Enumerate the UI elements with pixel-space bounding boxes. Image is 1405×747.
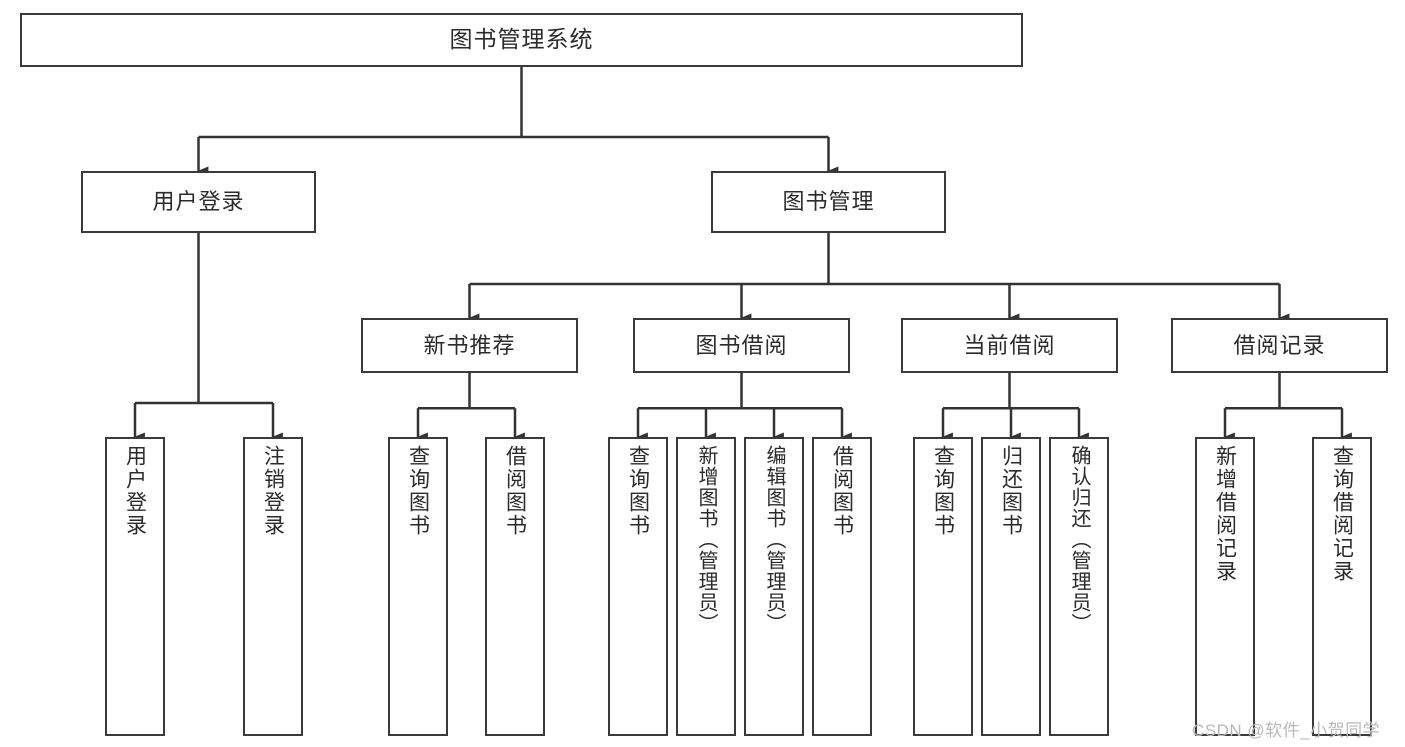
node-leaf-user-logout: 注销登录 (243, 437, 303, 736)
node-leaf-bw-query: 查询图书 (608, 437, 668, 736)
node-label: 查询图书 (406, 445, 430, 537)
node-label: 查询借阅记录 (1330, 445, 1354, 583)
node-label: 编辑图书（管理员） (763, 445, 785, 634)
node-label: 借阅图书 (503, 445, 527, 537)
node-leaf-user-login: 用户登录 (105, 437, 165, 736)
node-label: 用户登录 (152, 189, 245, 215)
node-leaf-rec-add: 新增借阅记录 (1195, 437, 1255, 736)
node-newbook: 新书推荐 (361, 318, 578, 373)
node-record: 借阅记录 (1171, 318, 1388, 373)
node-label: 借阅图书 (830, 445, 854, 537)
node-label: 查询图书 (931, 445, 955, 537)
node-login: 用户登录 (81, 171, 316, 233)
node-label: 确认归还（管理员） (1068, 445, 1090, 634)
node-leaf-cur-return: 归还图书 (981, 437, 1041, 736)
node-label: 图书管理系统 (449, 26, 594, 53)
node-label: 图书管理 (782, 189, 875, 215)
node-label: 新增图书（管理员） (695, 445, 717, 634)
node-leaf-bw-add: 新增图书（管理员） (676, 437, 736, 736)
node-label: 新增借阅记录 (1213, 445, 1237, 583)
node-label: 当前借阅 (963, 332, 1056, 358)
node-leaf-bw-edit: 编辑图书（管理员） (744, 437, 804, 736)
watermark: CSDN @软件_小贺同学 (1192, 721, 1381, 740)
node-root: 图书管理系统 (20, 13, 1023, 67)
node-bookmgmt: 图书管理 (711, 171, 946, 233)
node-label: 注销登录 (261, 445, 285, 537)
node-label: 查询图书 (626, 445, 650, 537)
node-current: 当前借阅 (901, 318, 1118, 373)
node-label: 图书借阅 (695, 332, 788, 358)
node-label: 新书推荐 (423, 332, 516, 358)
node-label: 借阅记录 (1233, 332, 1326, 358)
node-leaf-cur-confirm: 确认归还（管理员） (1049, 437, 1109, 736)
node-borrow: 图书借阅 (633, 318, 850, 373)
node-leaf-nb-borrow: 借阅图书 (485, 437, 545, 736)
node-leaf-cur-query: 查询图书 (913, 437, 973, 736)
node-leaf-rec-query: 查询借阅记录 (1312, 437, 1372, 736)
node-leaf-bw-lend: 借阅图书 (812, 437, 872, 736)
node-label: 归还图书 (999, 445, 1023, 537)
node-label: 用户登录 (123, 445, 147, 537)
node-leaf-nb-query: 查询图书 (388, 437, 448, 736)
